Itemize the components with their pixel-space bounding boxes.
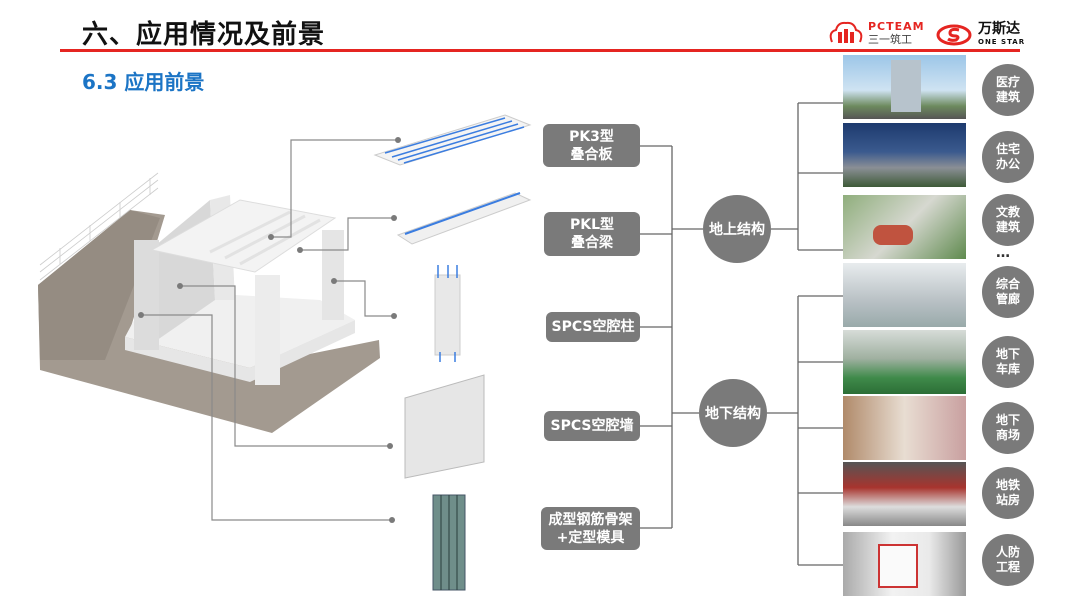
title-divider [60,49,1020,52]
section-subtitle: 6.3 应用前景 [82,70,205,94]
app-label: 建筑 [995,220,1020,234]
railing [39,172,159,281]
app-residential-office[interactable]: 住宅办公 [982,131,1034,183]
photo-civil-defense [843,532,966,596]
app-education[interactable]: 文教建筑 [982,194,1034,246]
app-label: 住宅 [995,142,1020,156]
app-civil-defense[interactable]: 人防工程 [982,534,1034,586]
leader-lines [141,139,398,521]
foundation-slab [125,320,355,382]
app-label: 地下 [995,413,1020,427]
app-label: 商场 [995,428,1020,442]
spcs-wall-render [404,374,485,479]
component-label: SPCS空腔墙 [550,418,634,434]
app-label: 管廊 [995,292,1020,306]
app-label: 综合 [995,277,1020,291]
rebar-cage-render [432,494,466,591]
more-ellipsis: … [996,245,1010,261]
app-label: 站房 [995,493,1020,507]
pcteam-logo [828,20,864,50]
photo-residential [843,123,966,187]
pcteam-cn: 三一筑工 [868,33,912,46]
app-label: 建筑 [995,90,1020,104]
component-label: PKL型 [569,217,615,233]
onestar-logo-icon [936,24,972,46]
photo-utility-tunnel [843,263,966,327]
app-label: 医疗 [995,75,1020,89]
pcteam-name: PCTEAM [868,20,925,33]
component-spcs-column[interactable]: SPCS空腔柱 [546,312,640,342]
soil-slope [38,210,160,360]
app-label: 文教 [995,205,1020,219]
component-label: 叠合板 [570,146,613,163]
pk3-slab-render [373,114,532,166]
component-label: 成型钢筋骨架 [548,511,633,528]
onestar-en: ONE STAR [978,38,1026,46]
column-front [255,275,280,385]
app-label: 地下 [995,347,1020,361]
app-label: 地铁 [995,478,1020,492]
app-utility-tunnel[interactable]: 综合管廊 [982,266,1034,318]
wall-column [134,240,159,350]
component-label: +定型模具 [556,529,625,546]
app-label: 工程 [995,560,1020,574]
app-metro-station[interactable]: 地铁站房 [982,467,1034,519]
component-pkl-beam[interactable]: PKL型叠合梁 [544,212,640,256]
category-above-ground[interactable]: 地上结构 [703,195,771,263]
component-pk3-slab[interactable]: PK3型叠合板 [543,124,640,167]
app-mall[interactable]: 地下商场 [982,402,1034,454]
slab-ribs [209,210,321,266]
app-label: 人防 [995,545,1020,559]
component-spcs-wall[interactable]: SPCS空腔墙 [544,411,640,441]
component-rebar-cage[interactable]: 成型钢筋骨架+定型模具 [541,507,640,550]
app-garage[interactable]: 地下车库 [982,336,1034,388]
app-label: 车库 [995,362,1020,376]
component-label: SPCS空腔柱 [551,319,635,335]
onestar-cn: 万斯达 [978,21,1020,37]
pkl-beam-render [396,192,532,245]
spcs-column-render [434,265,461,362]
structure-illustration [38,114,532,591]
component-label: PK3型 [569,128,614,145]
photo-metro [843,462,966,526]
app-medical[interactable]: 医疗建筑 [982,64,1034,116]
app-label: 办公 [995,157,1020,171]
leader-dots [138,137,401,523]
column-right [322,230,344,320]
category-underground[interactable]: 地下结构 [699,379,767,447]
photo-garage [843,330,966,394]
component-label: 叠合梁 [571,235,613,251]
page-title: 六、应用情况及前景 [82,20,326,50]
photo-hospital [843,55,966,119]
photo-mall [843,396,966,460]
pcteam-logo-icon [829,21,863,43]
photo-school [843,195,966,259]
onestar-logo [936,24,972,50]
